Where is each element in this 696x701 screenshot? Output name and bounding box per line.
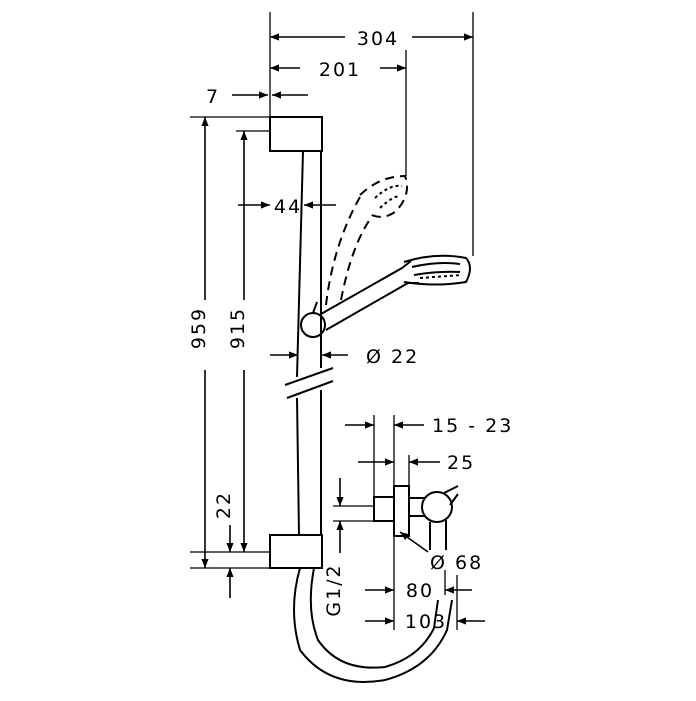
dimension-lines (201, 33, 485, 625)
hand-shower-tilted (325, 174, 408, 306)
bottom-wall-bracket (269, 534, 323, 569)
dim-103: 103 (405, 611, 447, 633)
height-slider (300, 301, 326, 338)
dim-201: 201 (319, 59, 361, 81)
shower-rail (284, 150, 334, 536)
top-wall-bracket (269, 116, 323, 152)
dim-44: 44 (274, 196, 302, 218)
hand-shower (320, 254, 471, 331)
dim-7: 7 (206, 86, 220, 108)
dim-80: 80 (406, 580, 434, 602)
dim-959: 959 (188, 307, 210, 349)
wall-outlet (373, 485, 459, 550)
dim-15-23: 15 - 23 (432, 415, 513, 437)
dim-22-lower: 22 (213, 491, 235, 519)
dim-thread: G1/2 (323, 563, 345, 616)
dim-rosette-diameter: Ø 68 (430, 552, 483, 574)
dim-304: 304 (357, 28, 399, 50)
shower-hose (293, 567, 453, 683)
dim-slider-diameter: Ø 22 (366, 346, 419, 368)
dimension-labels: 304 201 7 44 959 915 Ø 22 22 15 - 23 25 … (188, 28, 513, 633)
dim-915: 915 (227, 307, 249, 349)
dim-25: 25 (447, 452, 475, 474)
